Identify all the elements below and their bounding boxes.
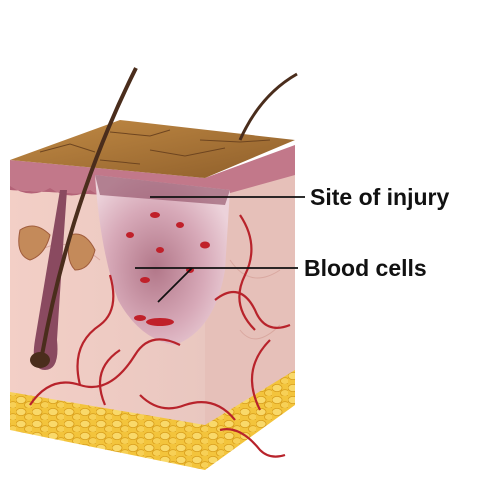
site-of-injury-label: Site of injury	[310, 184, 450, 210]
hair-shaft-right	[240, 74, 297, 140]
blood-cells-label: Blood cells	[304, 255, 427, 281]
